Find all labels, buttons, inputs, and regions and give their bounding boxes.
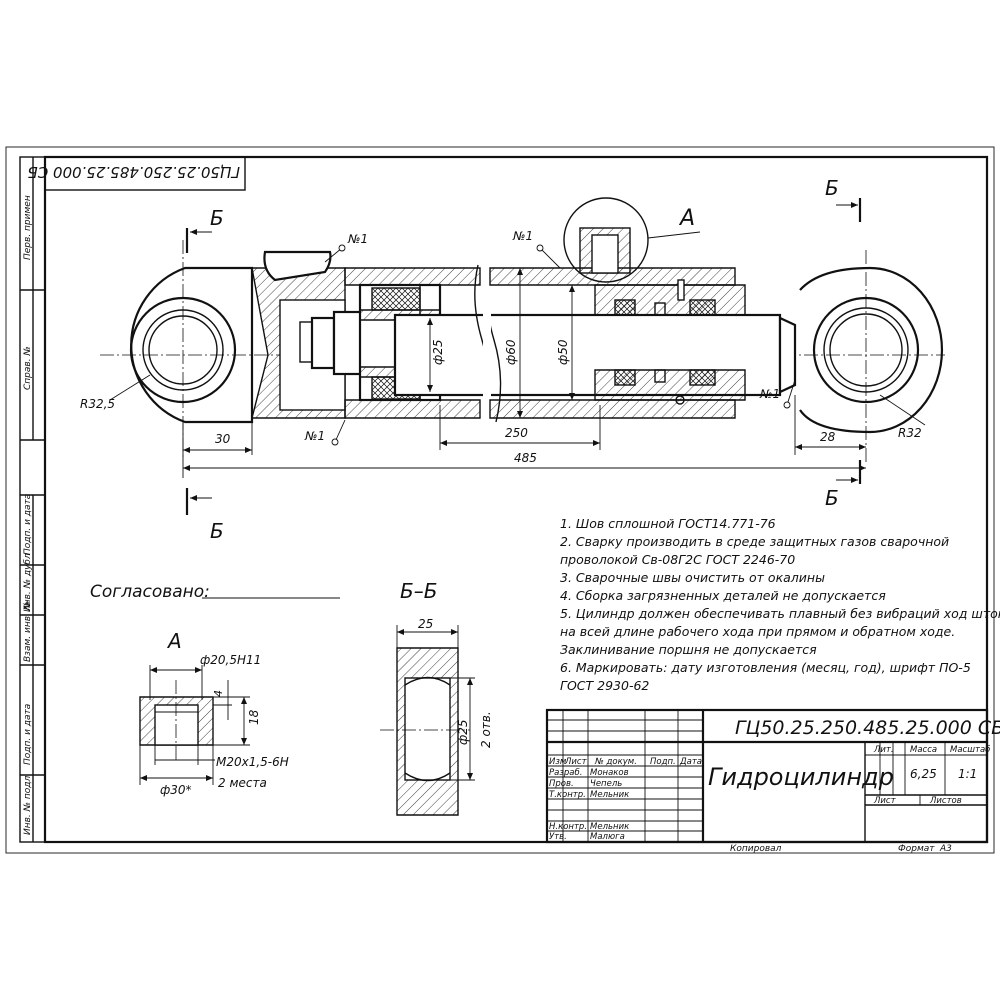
role-label: Т.контр. — [549, 790, 586, 800]
sheets-label: Листов — [929, 796, 962, 806]
role-label: Н.контр. — [549, 822, 587, 832]
role-person: Чепель — [590, 779, 622, 789]
view-letter: А — [678, 206, 695, 231]
dim-d20-5: ф20,5Н11 — [200, 653, 261, 667]
dim-28: 28 — [820, 430, 836, 444]
approved-label: Согласовано: — [90, 582, 210, 602]
section-bb: Б–Б 25 ф25 2 отв. — [380, 579, 493, 816]
weld-mark: №1 — [347, 232, 368, 246]
dim-250: 250 — [505, 426, 528, 440]
side-labels: Перв. примен Справ. № Подп. и дата Инв. … — [23, 195, 33, 835]
note-line: на всей длине рабочего хода при прямом и… — [560, 624, 955, 639]
title-name: Гидроцилиндр — [708, 763, 894, 791]
view-a-title: А — [166, 629, 182, 653]
format-label: Формат — [898, 844, 935, 854]
format-value: А3 — [939, 844, 952, 854]
note-line: 5. Цилиндр должен обеспечивать плавный б… — [560, 606, 1000, 621]
rotated-doc-code: ГЦ50.25.250.485.25.000 СБ — [27, 163, 240, 181]
side-label: Инв. № подл — [23, 776, 33, 835]
section-bb-width: 25 — [418, 617, 433, 631]
dim-r-left: R32,5 — [80, 397, 115, 411]
role-person: Мельник — [590, 822, 630, 832]
note-line: проволокой Св-08Г2С ГОСТ 2246-70 — [560, 552, 795, 567]
technical-notes: 1. Шов сплошной ГОСТ14.771-76 2. Сварку … — [560, 516, 1000, 693]
section-letter: Б — [825, 486, 839, 510]
side-label: Справ. № — [23, 346, 33, 390]
title-code: ГЦ50.25.250.485.25.000 СБ — [735, 717, 1000, 739]
note-line: 1. Шов сплошной ГОСТ14.771-76 — [560, 516, 776, 531]
dim-30: 30 — [215, 432, 231, 446]
view-a: А ф20,5Н11 4 18 М20х1,5-6Н 2 места ф30* — [139, 629, 289, 797]
main-view: Б Б Б Б А №1 №1 №1 №1 ф25 ф60 ф50 R32,5 … — [80, 176, 945, 543]
note-line: ГОСТ 2930-62 — [560, 678, 649, 693]
role-person: Мельник — [590, 790, 630, 800]
title-block: ГЦ50.25.250.485.25.000 СБ Гидроцилиндр И… — [545, 708, 1000, 854]
header-list: Лист — [564, 757, 588, 767]
weld-mark: №1 — [304, 429, 325, 443]
role-person: Малюга — [590, 832, 625, 842]
mass-value: 6,25 — [910, 767, 937, 781]
weld-mark: №1 — [759, 387, 780, 401]
section-letter: Б — [825, 176, 839, 200]
section-bb-holes: 2 отв. — [479, 711, 493, 748]
copied-label: Копировал — [730, 844, 782, 854]
dim-d30: ф30* — [160, 783, 192, 797]
dim-d60: ф60 — [504, 339, 518, 365]
side-label: Подп. и дата — [23, 704, 33, 765]
role-label: Разраб. — [549, 768, 582, 778]
scale-value: 1:1 — [958, 767, 977, 781]
note-line: 4. Сборка загрязненных деталей не допуск… — [560, 588, 886, 603]
dim-r-right: R32 — [898, 426, 922, 440]
header-doc: № докум. — [594, 757, 637, 767]
side-label: Перв. примен — [23, 195, 33, 260]
section-letter: Б — [210, 519, 224, 543]
mass-label: Масса — [910, 745, 937, 755]
dim-18: 18 — [247, 709, 261, 725]
header-sign: Подп. — [650, 757, 676, 767]
section-letter: Б — [210, 206, 224, 230]
sheet-frame — [5, 146, 995, 854]
sheet-label: Лист — [873, 796, 897, 806]
side-label: Взам. инв. № — [23, 601, 33, 662]
scale-label: Масштаб — [950, 745, 990, 755]
weld-mark: №1 — [512, 229, 533, 243]
role-person: Монаков — [590, 768, 629, 778]
lit-label: Лит. — [873, 745, 894, 755]
side-label: Инв. № дубл — [23, 553, 33, 612]
role-label: Утв. — [549, 832, 567, 842]
places-label: 2 места — [218, 776, 267, 790]
thread-label: М20х1,5-6Н — [216, 755, 289, 769]
note-line: 2. Сварку производить в среде защитных г… — [560, 534, 949, 549]
side-label: Подп. и дата — [23, 494, 33, 555]
section-bb-d25: ф25 — [456, 719, 470, 745]
dim-485: 485 — [514, 451, 537, 465]
dim-d50: ф50 — [556, 339, 570, 365]
note-line: 3. Сварочные швы очистить от окалины — [560, 570, 825, 585]
header-date: Дата — [679, 757, 702, 767]
role-label: Пров. — [549, 779, 574, 789]
note-line: 6. Маркировать: дату изготовления (месяц… — [560, 660, 971, 675]
section-bb-title: Б–Б — [400, 579, 437, 603]
dim-4: 4 — [212, 690, 225, 697]
note-line: Заклинивание поршня не допускается — [560, 642, 817, 657]
dim-d25: ф25 — [431, 339, 445, 365]
header-izm: Изм — [549, 757, 567, 767]
